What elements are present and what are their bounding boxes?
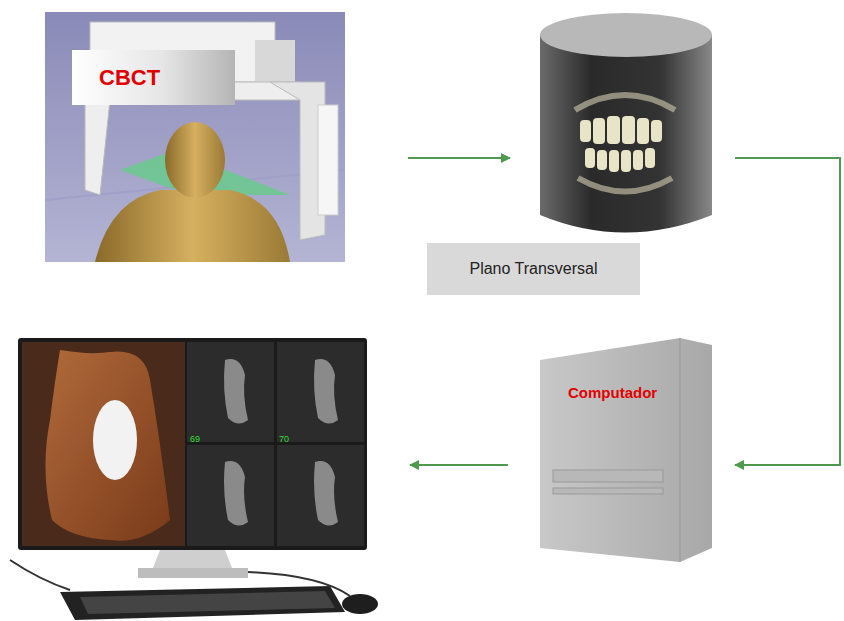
volume-node: Plano Transversal	[512, 12, 722, 298]
flow-arrow	[408, 157, 510, 159]
scanner-label: CBCT	[72, 50, 235, 105]
computer-label: Computador	[568, 384, 657, 401]
slice-number: 69	[190, 434, 200, 444]
flow-arrow	[735, 158, 840, 465]
computer-node: Computador	[540, 338, 730, 562]
plane-label: Plano Transversal	[427, 243, 640, 295]
slice-number: 70	[279, 434, 289, 444]
scanner-node: CBCT	[45, 12, 345, 262]
flow-arrow	[410, 464, 508, 466]
